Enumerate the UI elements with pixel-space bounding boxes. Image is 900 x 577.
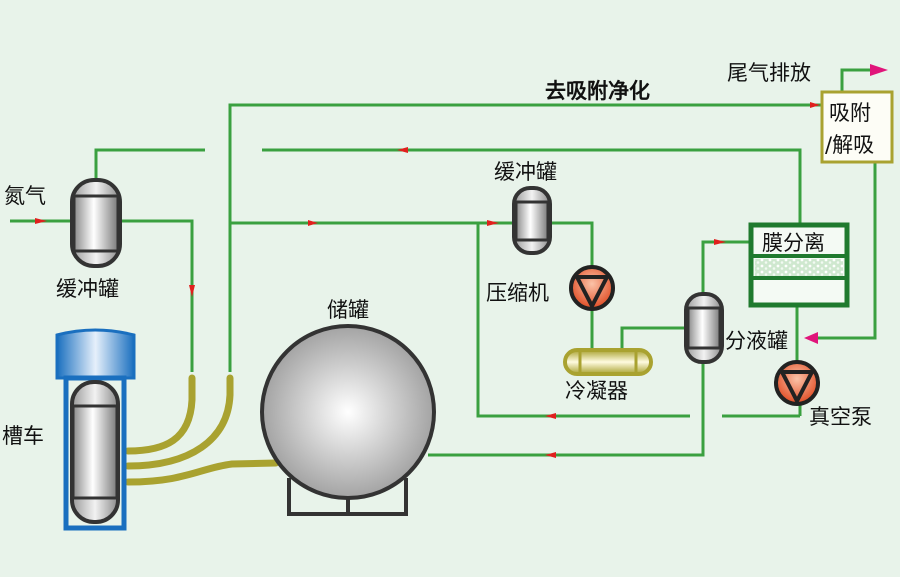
valve-hose-1 <box>186 369 198 377</box>
arrow-branch <box>308 220 318 226</box>
adsorber-unit[interactable]: 吸附 /解吸 <box>820 90 894 164</box>
compressor-label: 压缩机 <box>486 281 549 305</box>
valve-truck-1 <box>134 448 146 454</box>
arrow-to-adsorber <box>810 102 820 108</box>
storage-tank[interactable] <box>260 324 436 516</box>
tank-truck[interactable] <box>55 328 136 531</box>
pipe-to-adsorption <box>228 103 822 372</box>
separator-tank-label: 分液罐 <box>725 329 788 353</box>
to-adsorption-label: 去吸附净化 <box>545 79 650 103</box>
valve-truck-2 <box>134 463 146 469</box>
arrow-return <box>397 147 408 153</box>
pipes <box>10 68 877 457</box>
arrow-buffer-in <box>487 220 499 226</box>
vacuum-pump[interactable] <box>774 360 820 406</box>
arrow-loop <box>545 413 556 419</box>
pipe-separator-to-membrane <box>701 240 750 296</box>
pipe-condenser-to-separator <box>620 326 688 350</box>
arrow-down-left <box>189 285 195 297</box>
storage-tank-label: 储罐 <box>327 298 369 322</box>
pipe-buffer-top <box>94 148 205 180</box>
pipe-buffer-to-compressor <box>550 221 594 270</box>
hoses <box>124 374 280 486</box>
flow-markers <box>35 102 820 485</box>
buffer-tank-mid-label: 缓冲罐 <box>494 160 557 184</box>
hose-1 <box>124 374 196 455</box>
pipe-loop-bottom <box>476 223 690 418</box>
membrane-separator[interactable]: 膜分离 <box>748 222 850 308</box>
exhaust-arrow-icon <box>870 64 888 76</box>
pipe-buffer-to-truck <box>120 219 194 372</box>
adsorber-label-2: /解吸 <box>825 133 874 157</box>
pipe-membrane-return <box>262 148 802 228</box>
vacuum-pump-label: 真空泵 <box>809 405 872 429</box>
arrow-storage <box>545 452 556 458</box>
arrow-membrane-in <box>714 239 726 245</box>
exhaust-label: 尾气排放 <box>727 61 811 85</box>
buffer-tank-mid[interactable] <box>512 186 552 255</box>
buffer-tank-left-label: 缓冲罐 <box>56 277 119 301</box>
pipe-separator-to-storage <box>428 360 705 457</box>
membrane-label: 膜分离 <box>762 231 825 255</box>
condenser-label: 冷凝器 <box>565 379 628 403</box>
tank-truck-label: 槽车 <box>2 424 44 448</box>
valve-storage <box>258 460 270 466</box>
valve-hose-2 <box>224 369 236 377</box>
separator-inlet-arrow-icon <box>804 332 818 344</box>
adsorber-label-1: 吸附 <box>829 101 871 125</box>
valve-truck-3 <box>134 479 146 485</box>
nitrogen-label: 氮气 <box>4 184 46 208</box>
condenser[interactable] <box>563 348 653 376</box>
valve-top <box>300 102 312 108</box>
pipe-adsorber-to-separator <box>818 123 877 340</box>
pipe-exhaust <box>840 68 870 92</box>
compressor[interactable] <box>569 265 615 311</box>
arrow-nitrogen <box>35 218 47 224</box>
buffer-tank-left[interactable] <box>70 178 122 268</box>
separator-tank[interactable] <box>684 292 724 364</box>
hose-3 <box>124 459 280 486</box>
hose-2 <box>124 374 234 470</box>
